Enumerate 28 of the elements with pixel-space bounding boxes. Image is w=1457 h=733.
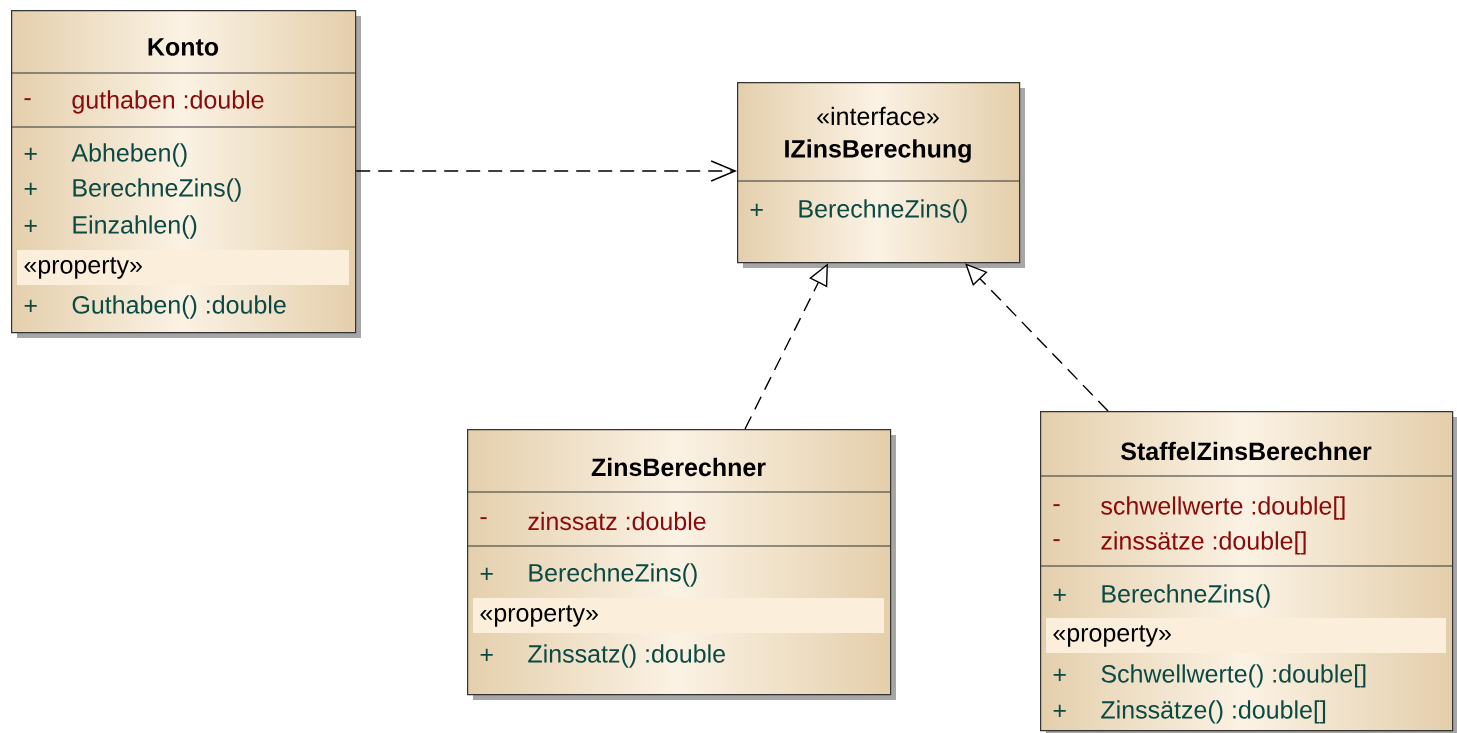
attribute: - guthaben :double [24,90,264,114]
class-name: ZinsBerechner [591,457,766,477]
realization-arrow [965,263,1109,412]
operation: + Schwellwerte() :double[] [1053,664,1366,688]
class-box [736,82,1025,268]
attribute: - schwellwerte :double[] [1053,496,1345,520]
operation: + Guthaben() :double [24,295,286,319]
dependency-arrow [355,160,737,182]
class-name: IZinsBerechung [785,139,971,163]
class-name: StaffelZinsBerechner [1121,441,1372,461]
operation: + Zinssätze() :double[] [1053,700,1326,724]
operation: + Zinssatz() :double [480,644,725,668]
stereotype: «interface» [817,106,939,126]
property-band: «property» [473,598,884,633]
operation: + Abheben() [24,143,187,167]
operation: + BerechneZins() [480,563,697,587]
operation: + BerechneZins() [24,178,241,202]
operation: + BerechneZins() [750,199,967,223]
property-band: «property» [1046,618,1446,653]
operation: + Einzahlen() [24,215,197,239]
class-box [1039,410,1457,733]
attribute: - zinssätze :double[] [1053,531,1306,555]
property-band: «property» [17,250,349,285]
class-name: Konto [148,38,219,56]
operation: + BerechneZins() [1053,584,1270,608]
class-box [466,429,896,700]
attribute: - zinssatz :double [480,511,706,531]
class-box [10,10,361,338]
